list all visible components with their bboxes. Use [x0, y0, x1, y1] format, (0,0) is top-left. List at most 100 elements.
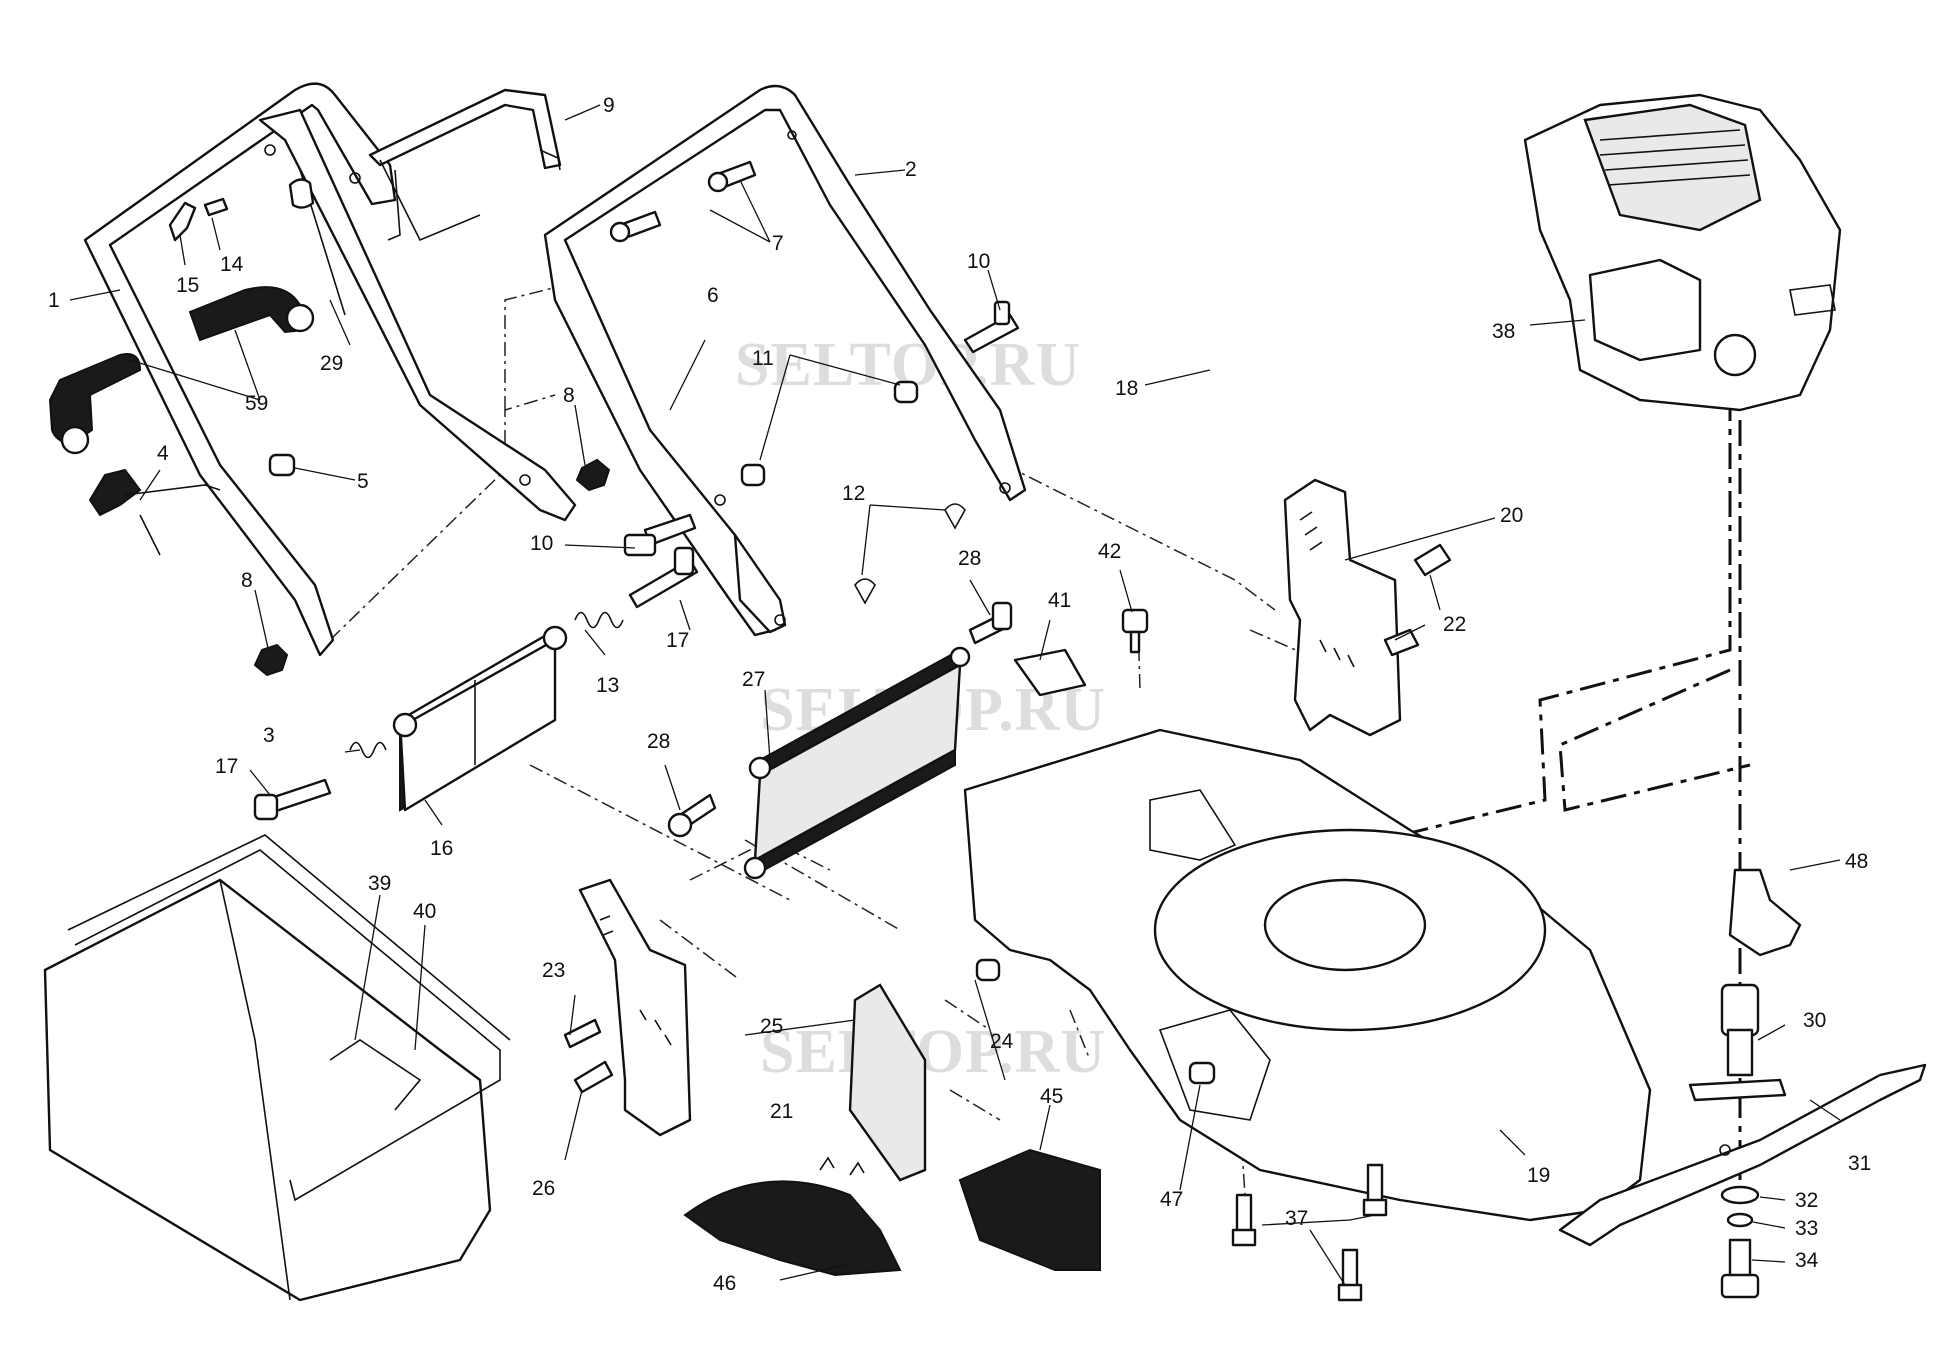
callout-25: 25: [760, 1015, 783, 1038]
blade-adapter-30: [1688, 983, 1787, 1102]
callout-leaders: [69, 104, 1841, 1286]
nut-47: [1188, 1061, 1216, 1085]
height-bracket-20: [1283, 478, 1402, 737]
callout-4: 4: [157, 442, 169, 465]
washer-33: [1726, 1212, 1754, 1228]
bolt-17b: [253, 778, 332, 821]
rod-27: [743, 646, 971, 880]
callout-3: 3: [263, 724, 275, 747]
callout-26: 26: [532, 1177, 555, 1200]
callout-42: 42: [1098, 540, 1121, 563]
bolt-37b: [1362, 1163, 1388, 1217]
callout-24: 24: [990, 1030, 1014, 1053]
callout-6: 6: [707, 284, 719, 307]
bolt-37c: [1337, 1248, 1363, 1302]
bolt-23: [563, 1018, 602, 1049]
clip-12a: [854, 578, 876, 605]
clip-12b: [944, 503, 966, 530]
callout-labels: 1 2 3 4 5 6 7 8 8 9 10 10 11 12 13 14 15…: [48, 94, 1871, 1295]
callout-22: 22: [1443, 613, 1466, 636]
bolt-7b: [609, 210, 662, 243]
callout-59: 59: [245, 392, 268, 415]
bolt-26: [573, 1060, 614, 1094]
callout-33: 33: [1795, 1217, 1818, 1240]
callout-46: 46: [713, 1272, 736, 1295]
callout-40: 40: [413, 900, 436, 923]
callout-13: 13: [596, 674, 619, 697]
bolt-17a: [628, 546, 699, 609]
callout-19: 19: [1527, 1164, 1550, 1187]
bolt-34: [1720, 1238, 1760, 1299]
callout-11: 11: [752, 347, 774, 370]
bolt-10b: [623, 513, 697, 557]
callout-20: 20: [1500, 504, 1523, 527]
callout-45: 45: [1040, 1085, 1063, 1108]
nut-11a: [893, 380, 919, 404]
callout-48: 48: [1845, 850, 1868, 873]
spring-13: [574, 611, 624, 629]
grip-59a: [188, 286, 307, 342]
watermark: SELTOP.RU: [760, 1018, 1106, 1086]
callout-17: 17: [666, 629, 689, 652]
nut-11b: [740, 463, 766, 487]
callout-21: 21: [770, 1100, 793, 1123]
callout-9: 9: [603, 94, 615, 117]
callout-2: 2: [905, 158, 917, 181]
callout-37: 37: [1285, 1207, 1308, 1230]
callout-10b: 10: [530, 532, 553, 555]
bolt-42: [1121, 608, 1149, 654]
callout-34: 34: [1795, 1249, 1819, 1272]
blade-31: [1558, 1063, 1927, 1247]
bolt-22a: [1413, 543, 1452, 577]
grip-59b: [48, 353, 142, 447]
callout-8: 8: [563, 384, 575, 407]
bolt-7a: [707, 160, 757, 193]
knob-8a: [253, 643, 289, 677]
callout-47: 47: [1160, 1188, 1183, 1211]
callout-28b: 28: [647, 730, 670, 753]
callout-15: 15: [176, 274, 199, 297]
bolt-14: [203, 197, 229, 217]
callout-17b: 17: [215, 755, 238, 778]
mower-deck-19: [963, 728, 1652, 1222]
callout-41: 41: [1048, 589, 1071, 612]
knob-4: [88, 468, 142, 517]
callout-18: 18: [1115, 377, 1138, 400]
callout-5: 5: [357, 470, 369, 493]
deflector-46: [683, 1180, 902, 1277]
callout-7: 7: [772, 232, 784, 255]
plate-41: [1013, 648, 1087, 697]
rear-flap-16: [392, 625, 568, 812]
height-bracket-21: [578, 878, 692, 1137]
bolt-28a: [968, 601, 1013, 645]
callout-29: 29: [320, 352, 343, 375]
upper-handle-link: [368, 88, 562, 242]
callout-23: 23: [542, 959, 565, 982]
callout-39: 39: [368, 872, 391, 895]
callout-16: 16: [430, 837, 453, 860]
nut-24: [975, 958, 1001, 982]
bolt-22b: [1383, 628, 1420, 657]
upper-handle-left: [83, 82, 577, 657]
engine-38: [1523, 93, 1842, 412]
callout-31: 31: [1848, 1152, 1871, 1175]
washer-32: [1720, 1185, 1760, 1205]
bolt-10a: [963, 300, 1020, 354]
callout-32: 32: [1795, 1189, 1818, 1212]
deflector-25: [848, 983, 927, 1182]
callout-27: 27: [742, 668, 765, 691]
bolt-28b: [667, 793, 717, 838]
clip-15: [168, 201, 197, 242]
bracket-48: [1728, 868, 1802, 957]
mulch-plug-45: [958, 1148, 1101, 1271]
callout-30: 30: [1803, 1009, 1826, 1032]
cable-29: [288, 169, 346, 316]
nut-5: [268, 453, 296, 477]
callout-8b: 8: [241, 569, 253, 592]
callout-14: 14: [220, 253, 244, 276]
callout-12: 12: [842, 482, 865, 505]
spring-3: [349, 741, 387, 759]
callout-38: 38: [1492, 320, 1515, 343]
grass-bag-40: [43, 878, 492, 1302]
